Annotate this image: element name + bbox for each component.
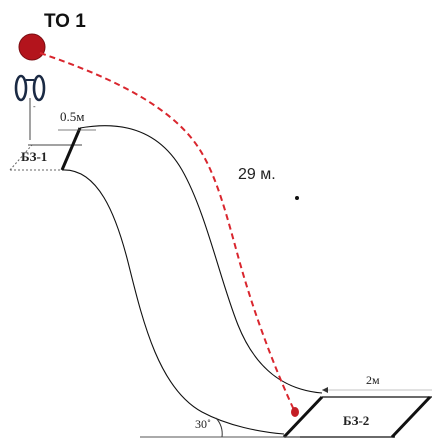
- slope-lower-edge: [61, 169, 285, 435]
- end-zone-marker-right: [390, 395, 432, 439]
- start-zone-marker: [60, 127, 82, 171]
- landing-marker: [291, 407, 299, 417]
- end-zone-marker-left: [282, 395, 324, 439]
- binoculars-icon: [14, 74, 46, 102]
- start-zone-dotted-diagonal: [9, 144, 33, 171]
- end-width-label: 2м: [366, 373, 380, 387]
- slope-upper-edge: [79, 125, 323, 394]
- observation-point-label: ТО 1: [44, 11, 86, 32]
- trajectory-line: [39, 52, 295, 411]
- binoculars-dash: -: [33, 102, 36, 111]
- distance-label: 29 м.: [238, 166, 276, 183]
- observation-point-marker: [18, 33, 46, 61]
- angle-arc: [215, 417, 223, 438]
- end-zone-label: БЗ-2: [343, 413, 369, 428]
- end-width-arrow-left: [322, 387, 328, 393]
- distance-dot: [295, 196, 299, 200]
- angle-label: 30˚: [195, 417, 211, 431]
- start-zone-label: БЗ-1: [21, 149, 47, 164]
- start-width-label: 0.5м: [60, 109, 84, 124]
